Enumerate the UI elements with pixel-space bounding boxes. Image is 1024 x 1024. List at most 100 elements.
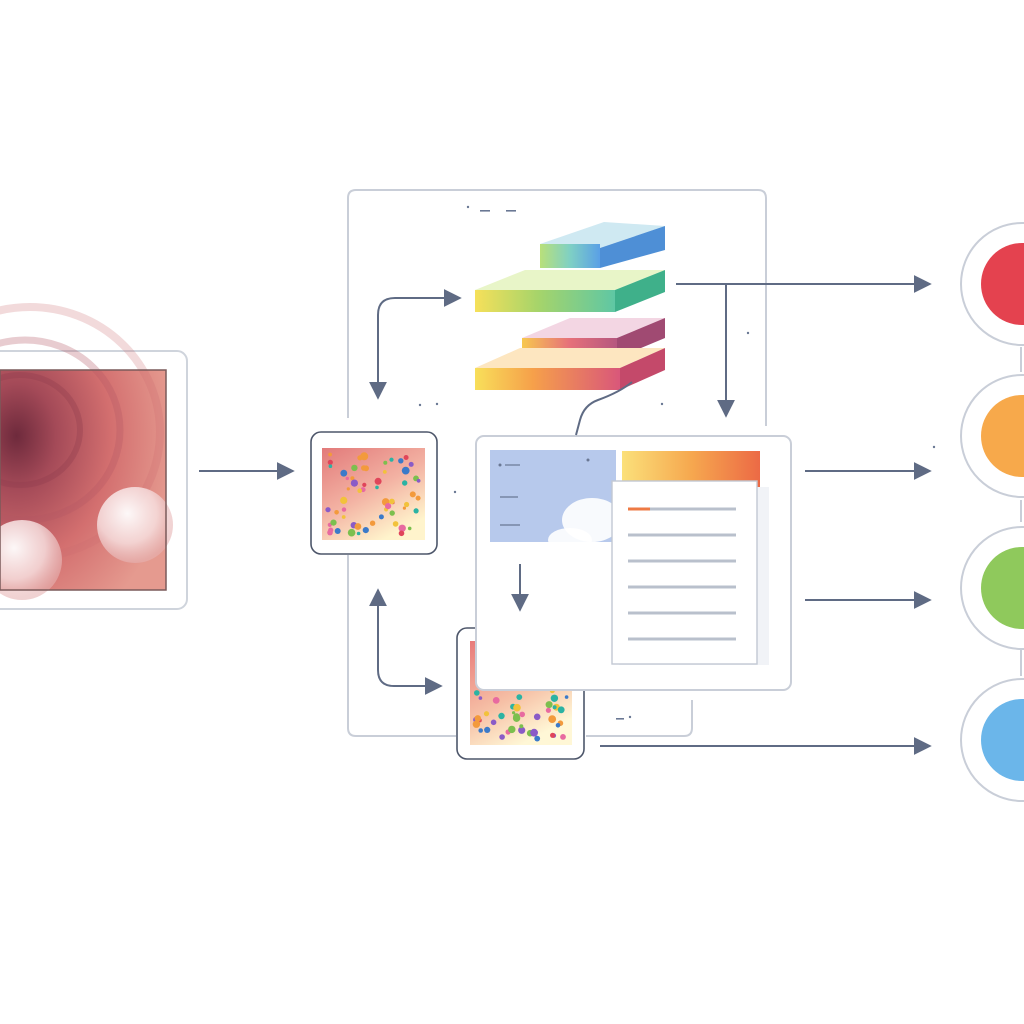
feature-dot <box>392 521 399 527</box>
feature-dot <box>328 452 332 457</box>
feature-dot <box>490 719 497 726</box>
feature-dot <box>362 527 369 534</box>
output-green-node <box>960 526 1024 650</box>
feature-dot <box>518 726 526 734</box>
output-red-node <box>960 222 1024 346</box>
feature-dot <box>478 728 484 733</box>
feature-dot <box>383 460 388 465</box>
feature-dot <box>362 482 367 487</box>
feature-dot <box>557 706 565 714</box>
connectors <box>199 275 932 755</box>
feature-dot <box>408 461 414 467</box>
feature-dot <box>416 478 421 483</box>
feature-dot <box>330 519 337 526</box>
feature-dot <box>375 485 379 490</box>
feature-dot <box>357 455 363 461</box>
output-red-dot <box>981 243 1024 325</box>
arrow-feature-to-bottom <box>369 588 443 695</box>
feature-dot <box>474 715 482 722</box>
endoscopy-image-icon <box>0 303 173 600</box>
feature-dot <box>545 701 553 709</box>
feature-dot <box>357 488 363 494</box>
feature-dot <box>340 496 348 504</box>
feature-dot <box>530 728 538 737</box>
feature-dot <box>498 712 505 720</box>
feature-dot <box>484 726 491 734</box>
feature-dot <box>474 690 480 696</box>
feature-dot <box>351 464 358 472</box>
feature-dot <box>534 735 541 742</box>
feature-dot <box>334 528 341 534</box>
feature-dot <box>564 695 569 699</box>
feature-dot <box>350 479 358 487</box>
feature-dot <box>374 477 382 485</box>
feature-dot <box>415 495 421 501</box>
feature-dot <box>519 711 525 718</box>
feature-dot <box>350 476 355 481</box>
feature-dot <box>545 707 552 713</box>
feature-dot <box>398 530 405 537</box>
layer-stack-bottom-icon <box>475 318 665 390</box>
feature-map-top <box>310 431 438 555</box>
feature-dot <box>402 480 408 486</box>
feature-dot <box>327 459 333 465</box>
feature-dot <box>513 703 521 712</box>
feature-dot <box>548 715 557 723</box>
feature-dot <box>363 465 369 472</box>
feature-dot <box>409 491 416 498</box>
feature-dot <box>398 524 406 532</box>
arrow-feature-to-stack <box>369 289 462 400</box>
feature-dot <box>511 711 516 715</box>
processing-frame-lower <box>347 555 456 737</box>
feature-dot <box>385 503 392 510</box>
feature-dot <box>389 498 395 505</box>
output-blue-dot <box>981 699 1024 781</box>
feature-dot <box>492 697 500 704</box>
feature-dot <box>340 469 348 477</box>
feature-dot <box>550 694 559 702</box>
feature-dot <box>402 506 406 510</box>
feature-dot <box>401 466 410 475</box>
feature-dot <box>413 508 419 514</box>
feature-dot <box>327 529 333 536</box>
feature-dot <box>560 734 566 740</box>
output-orange-dot <box>981 395 1024 477</box>
layer-stack-top-icon <box>475 222 665 312</box>
feature-dot <box>508 725 516 734</box>
feature-dot <box>483 711 490 717</box>
decorative-specks <box>418 205 936 720</box>
feature-dot <box>341 507 347 512</box>
feature-dot <box>356 531 361 536</box>
feature-dot <box>472 720 481 728</box>
feature-dot <box>325 507 331 513</box>
feature-dot <box>341 515 346 519</box>
output-green-dot <box>981 547 1024 629</box>
feature-dot <box>382 470 387 474</box>
connector-stack-to-panel <box>575 381 633 436</box>
document-icon <box>611 480 769 665</box>
feature-dot <box>398 458 404 464</box>
feature-dot <box>499 734 505 740</box>
output-orange-node <box>960 374 1024 498</box>
feature-dot <box>516 694 523 700</box>
feature-dot <box>345 476 349 481</box>
feature-dot <box>550 732 556 738</box>
feature-dot <box>369 520 376 526</box>
feature-dot <box>346 487 350 491</box>
processing-frame-inner <box>586 700 693 737</box>
feature-dot <box>389 457 394 462</box>
feature-dot <box>407 526 412 531</box>
feature-dot <box>404 501 410 508</box>
feature-dot <box>334 510 339 515</box>
feature-dot <box>513 713 520 721</box>
feature-dot <box>347 528 356 537</box>
feature-dot <box>354 523 362 530</box>
feature-dots-top-icon <box>325 452 421 537</box>
feature-dot <box>328 464 333 469</box>
feature-dot <box>378 514 384 520</box>
feature-dot <box>403 455 409 460</box>
feature-dot <box>555 723 561 728</box>
feature-dot <box>478 696 483 700</box>
feature-dot <box>533 713 541 721</box>
